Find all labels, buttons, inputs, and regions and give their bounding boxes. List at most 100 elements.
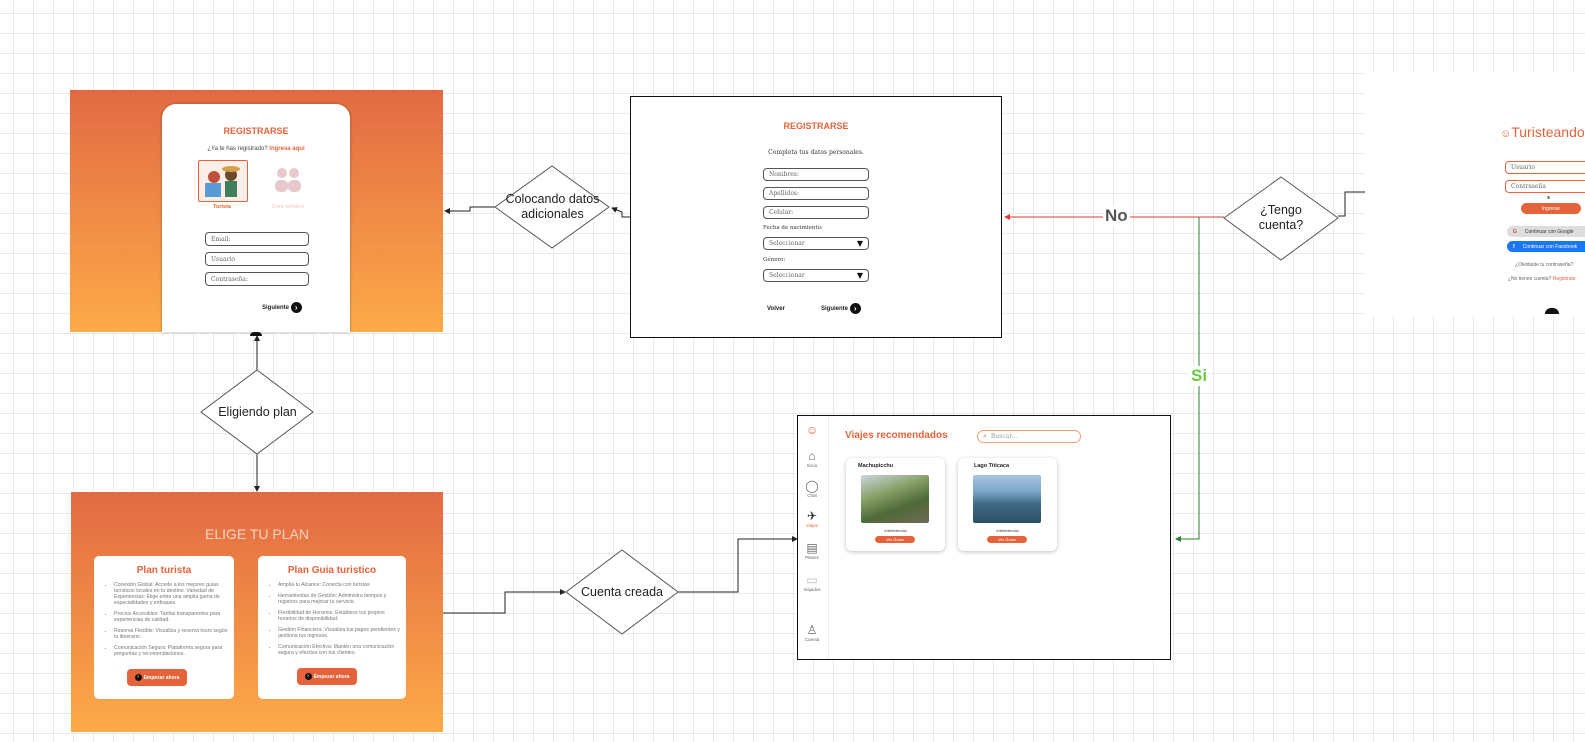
chat-icon: ◯ bbox=[805, 479, 819, 493]
next-button[interactable]: Siguiente › bbox=[262, 302, 302, 313]
scroll-handle bbox=[1545, 308, 1559, 314]
login-button[interactable]: Ingresar bbox=[1521, 203, 1581, 214]
register2-title: REGISTRARSE bbox=[783, 121, 849, 131]
diamond-eligiendo bbox=[200, 369, 314, 455]
dob-label: Fecha de nacimiento: bbox=[763, 225, 823, 231]
nav-label: Planes bbox=[805, 555, 819, 560]
plan-feature: Precios Accesibles: Tarifas transparente… bbox=[114, 611, 230, 623]
trip-name: Lago Titicaca bbox=[974, 463, 1010, 469]
plans-screen: ELIGE TU PLAN Plan turista Conexión Glob… bbox=[71, 492, 443, 732]
trips-icon: ✈ bbox=[806, 509, 818, 523]
login-user-field[interactable]: Usuario bbox=[1505, 161, 1585, 174]
login-link[interactable]: Ingresa aquí bbox=[269, 146, 305, 152]
plan-feature: Gestión Financiera: Visualiza tus pagos … bbox=[278, 627, 402, 639]
plan-feature: Herramientas de Gestión: Administra tiem… bbox=[278, 593, 402, 605]
mask-logo-icon: ☺ bbox=[806, 423, 819, 437]
nav-item-planes[interactable]: ▤Planes bbox=[798, 541, 826, 561]
home-title: Viajes recomendados bbox=[845, 430, 948, 441]
password-field[interactable]: Contraseña: bbox=[205, 272, 309, 286]
chevron-down-icon: ▼ bbox=[856, 239, 863, 248]
home-icon: ⌂ bbox=[808, 449, 816, 463]
tourist-illustration-icon bbox=[205, 166, 240, 197]
edge-si-label: Si bbox=[1189, 366, 1210, 386]
back-button[interactable]: Volver bbox=[767, 306, 785, 312]
next-button-2[interactable]: Siguiente › bbox=[821, 303, 861, 314]
plan-tourist-cta[interactable]: › Empezar ahora bbox=[127, 669, 187, 686]
trip-card-titicaca[interactable]: Lago Titicaca Interferencia Ver Guías bbox=[958, 458, 1057, 551]
diamond-adicionales bbox=[494, 165, 610, 249]
diamond-adicionales-label: Colocando datos adicionales bbox=[505, 192, 600, 221]
plan-tourist-features: Conexión Global: Accede a los mejores gu… bbox=[100, 582, 230, 666]
guide-role-label: Guía turístico bbox=[271, 204, 305, 210]
plan-feature: Amplía tu Alcance: Conecta con turistas bbox=[278, 582, 402, 588]
facebook-label: Continuar con Facebook bbox=[1522, 243, 1578, 250]
edge-register2-to-diamond bbox=[611, 207, 630, 218]
phone-field[interactable]: Celular: bbox=[763, 206, 869, 219]
edge-plans-to-creada bbox=[443, 589, 566, 614]
trip-card-machupicchu[interactable]: Machupicchu Interferencia Ver Guías bbox=[846, 458, 945, 551]
email-field[interactable]: Email: bbox=[205, 232, 309, 246]
nav-item-inicio[interactable]: ⌂Inicio bbox=[798, 449, 826, 469]
clipboard-icon: ▤ bbox=[806, 541, 818, 555]
arrow-right-icon: › bbox=[304, 673, 312, 680]
plan-feature: Conexión Global: Accede a los mejores gu… bbox=[114, 582, 230, 606]
search-input[interactable]: ⌕ Buscar... bbox=[977, 430, 1081, 443]
diamond-creada bbox=[565, 549, 679, 635]
no-account-question: ¿No tienes cuenta? bbox=[1508, 276, 1552, 282]
edge-si bbox=[1175, 217, 1200, 542]
sidebar: ☺ ⌂Inicio ◯Chat ✈Viajes ▤Planes ▭Viajado… bbox=[798, 416, 829, 659]
arrow-right-icon: › bbox=[290, 302, 302, 313]
home-screen: ☺ ⌂Inicio ◯Chat ✈Viajes ▤Planes ▭Viajado… bbox=[797, 415, 1171, 660]
plan-feature: Reserva Flexible: Visualiza y reserva to… bbox=[114, 628, 230, 640]
gender-select[interactable]: Seleccionar ▼ bbox=[763, 269, 869, 282]
mask-logo-icon: ☺ bbox=[1500, 128, 1512, 140]
nav-item-cuenta[interactable]: ♙Cuenta bbox=[798, 624, 826, 643]
surnames-field[interactable]: Apellidos: bbox=[763, 187, 869, 200]
dob-select[interactable]: Seleccionar ▼ bbox=[763, 237, 869, 250]
diamond-tengo-label: ¿Tengo cuenta? bbox=[1258, 203, 1304, 232]
plan-tourist-name: Plan turista bbox=[136, 565, 192, 576]
facebook-button[interactable]: f Continuar con Facebook bbox=[1507, 241, 1585, 252]
brand-name: Turisteando bbox=[1511, 124, 1585, 140]
user-field[interactable]: Usuario bbox=[205, 252, 309, 266]
plan-guide-cta-label: Empezar ahora bbox=[313, 673, 350, 680]
plans-title: ELIGE TU PLAN bbox=[204, 526, 309, 542]
scroll-handle bbox=[250, 332, 262, 336]
tourist-role-option[interactable] bbox=[198, 160, 248, 202]
arrow-right-icon: › bbox=[849, 303, 861, 314]
machupicchu-photo bbox=[861, 475, 929, 523]
nav-item-chat[interactable]: ◯Chat bbox=[798, 479, 826, 499]
view-guides-button[interactable]: Ver Guías bbox=[875, 536, 915, 543]
edge-no-label: No bbox=[1103, 206, 1130, 226]
nav-label: Inicio bbox=[806, 463, 818, 468]
names-field[interactable]: Nombres: bbox=[763, 168, 869, 181]
plan-guide-cta[interactable]: › Empezar ahora bbox=[297, 668, 357, 685]
register-screen-1: REGISTRARSE ¿Ya te has registrado? Ingre… bbox=[70, 90, 443, 332]
register-screen-2: REGISTRARSE Completa tus datos personale… bbox=[630, 96, 1002, 338]
guide-role-option[interactable] bbox=[268, 164, 308, 196]
plan-guide-features: Amplía tu Alcance: Conecta con turistas … bbox=[264, 582, 402, 666]
plan-guide-card: Plan Guia turistico Amplía tu Alcance: C… bbox=[258, 556, 406, 699]
nav-label: Chat bbox=[807, 493, 817, 498]
view-guides-button[interactable]: Ver Guías bbox=[987, 536, 1027, 543]
dob-select-value: Seleccionar bbox=[769, 240, 805, 247]
plan-guide-name: Plan Guia turistico bbox=[287, 565, 377, 576]
nav-item-viajados[interactable]: ▭Viajados bbox=[798, 574, 826, 593]
login-password-field[interactable]: Contraseña bbox=[1505, 180, 1585, 193]
trip-sub: Interferencia bbox=[884, 528, 907, 533]
login-screen: ☺Turisteando Usuario Contraseña Ingresar… bbox=[1365, 72, 1585, 316]
nav-item-viajes[interactable]: ✈Viajes bbox=[798, 509, 826, 529]
divider-dot bbox=[1547, 196, 1550, 199]
google-icon: G bbox=[1513, 228, 1517, 235]
google-button[interactable]: G Continuar con Google bbox=[1507, 226, 1585, 237]
trip-name: Machupicchu bbox=[858, 463, 894, 469]
google-label: Continuar con Google bbox=[1524, 228, 1574, 235]
next-label: Siguiente bbox=[262, 305, 290, 312]
register-link[interactable]: Registrate bbox=[1552, 276, 1576, 282]
diamond-creada-label: Cuenta creada bbox=[580, 584, 663, 599]
register2-subtitle: Completa tus datos personales. bbox=[768, 149, 864, 156]
edge-diamond-to-register1 bbox=[444, 206, 497, 214]
already-registered-question: ¿Ya te has registrado? bbox=[207, 146, 268, 152]
plan-tourist-card: Plan turista Conexión Global: Accede a l… bbox=[94, 556, 234, 699]
forgot-password-link[interactable]: ¿Olvidaste tu contraseña? bbox=[1515, 262, 1574, 268]
